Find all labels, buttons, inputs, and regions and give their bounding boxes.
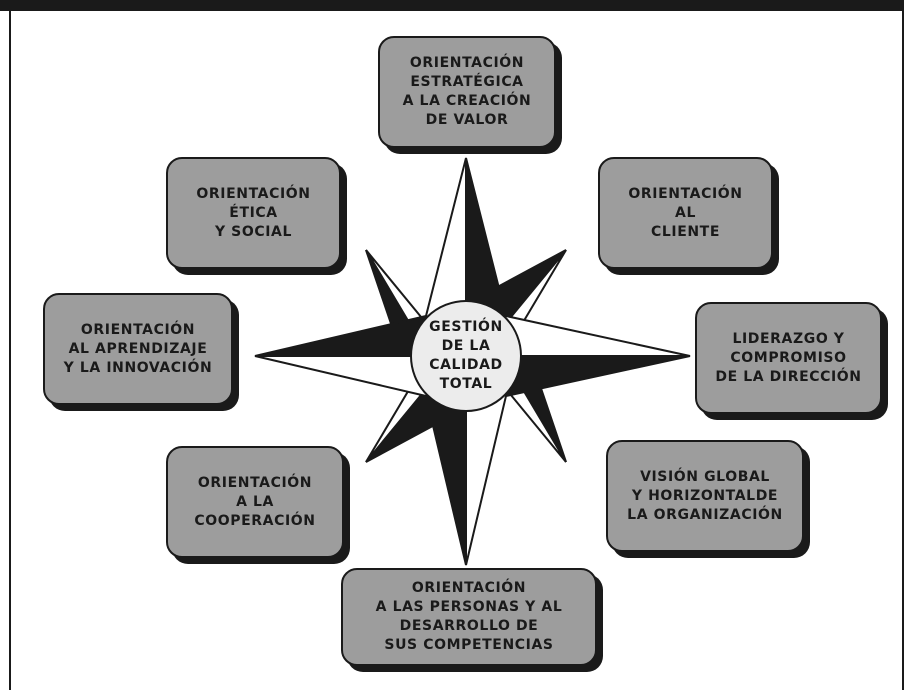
box-line: ÉTICA bbox=[229, 204, 278, 221]
box-line: Y HORIZONTALDE bbox=[631, 487, 779, 504]
box-ethical-social: ORIENTACIÓN ÉTICA Y SOCIAL bbox=[166, 157, 341, 269]
box-line: A LAS PERSONAS Y AL bbox=[375, 599, 563, 615]
box-line: CLIENTE bbox=[651, 223, 720, 240]
right-border-line bbox=[902, 11, 904, 690]
box-line: A LA bbox=[236, 493, 274, 510]
box-line: DESARROLLO DE bbox=[399, 618, 539, 634]
box-line: LIDERAZGO Y bbox=[732, 330, 845, 347]
box-line: COMPROMISO bbox=[730, 349, 847, 366]
box-line: ESTRATÉGICA bbox=[410, 74, 524, 90]
box-line: Y SOCIAL bbox=[214, 223, 293, 240]
box-line: ORIENTACIÓN bbox=[196, 185, 311, 202]
center-line: TOTAL bbox=[439, 376, 493, 392]
box-line: ORIENTACIÓN bbox=[80, 321, 196, 338]
box-line: AL APRENDIZAJE bbox=[68, 340, 208, 357]
box-global-vision: VISIÓN GLOBAL Y HORIZONTALDE LA ORGANIZA… bbox=[606, 440, 804, 552]
box-line: VISIÓN GLOBAL bbox=[640, 468, 770, 485]
cardinal-star-points bbox=[254, 157, 691, 566]
center-line: DE LA bbox=[441, 338, 491, 354]
box-line: ORIENTACIÓN bbox=[197, 474, 313, 491]
box-line: DE LA DIRECCIÓN bbox=[715, 368, 862, 385]
box-line: A LA CREACIÓN bbox=[402, 93, 532, 109]
box-line: DE VALOR bbox=[425, 112, 509, 128]
box-line: AL bbox=[675, 204, 696, 221]
box-line: COOPERACIÓN bbox=[194, 512, 316, 529]
box-line: SUS COMPETENCIAS bbox=[384, 637, 554, 653]
center-line: GESTIÓN bbox=[429, 319, 503, 335]
center-line: CALIDAD bbox=[429, 357, 503, 373]
box-leadership-commitment: LIDERAZGO Y COMPROMISO DE LA DIRECCIÓN bbox=[695, 302, 882, 414]
center-circle-gestion-calidad-total: GESTIÓN DE LA CALIDAD TOTAL bbox=[410, 300, 522, 412]
box-line: LA ORGANIZACIÓN bbox=[627, 506, 783, 523]
box-cooperation-orientation: ORIENTACIÓN A LA COOPERACIÓN bbox=[166, 446, 344, 558]
box-strategic-orientation: ORIENTACIÓN ESTRATÉGICA A LA CREACIÓN DE… bbox=[378, 36, 556, 148]
top-border-bar bbox=[0, 0, 904, 11]
box-line: ORIENTACIÓN bbox=[628, 185, 743, 202]
box-line: ORIENTACIÓN bbox=[409, 55, 525, 71]
box-line: ORIENTACIÓN bbox=[411, 580, 527, 596]
box-line: Y LA INNOVACIÓN bbox=[63, 359, 213, 376]
box-client-orientation: ORIENTACIÓN AL CLIENTE bbox=[598, 157, 773, 269]
box-learning-innovation: ORIENTACIÓN AL APRENDIZAJE Y LA INNOVACI… bbox=[43, 293, 233, 405]
box-people-orientation: ORIENTACIÓN A LAS PERSONAS Y AL DESARROL… bbox=[341, 568, 597, 666]
left-border-line bbox=[9, 11, 11, 690]
